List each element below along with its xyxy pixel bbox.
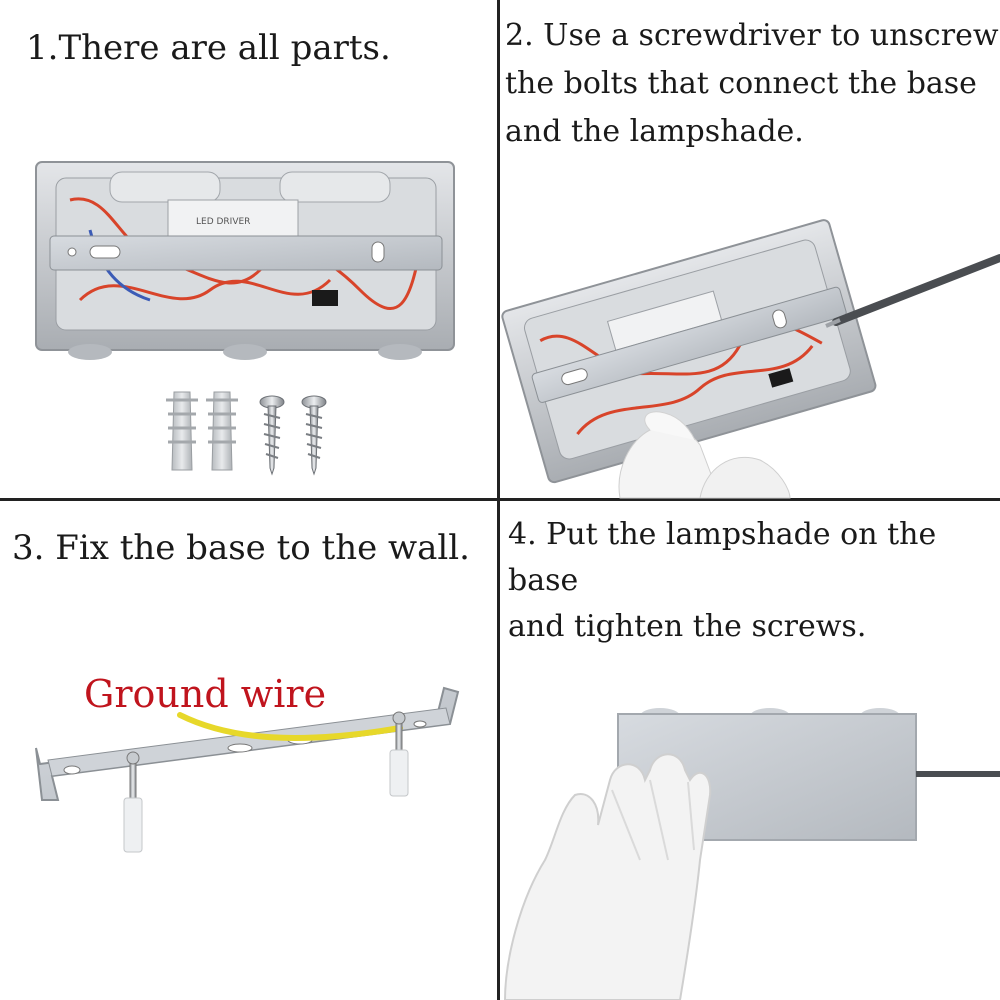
step-1-caption: 1.There are all parts. — [26, 28, 391, 68]
horizontal-divider — [0, 498, 1000, 501]
step-4-caption-line-2: and tighten the screws. — [508, 609, 867, 644]
step-2-caption-line-1: 2. Use a screwdriver to unscrew — [505, 18, 999, 53]
step-2-caption-line-3: and the lampshade. — [505, 114, 804, 149]
wall-anchor-icon-2 — [206, 391, 238, 471]
screw-icon — [259, 395, 285, 476]
glove-hand-illustration — [618, 411, 791, 499]
wall-anchor-icon — [166, 391, 198, 471]
lamp-base-rotated-illustration — [501, 219, 877, 484]
svg-text:LED DRIVER: LED DRIVER — [196, 217, 250, 227]
glove-hand-illustration-2 — [503, 753, 712, 1000]
step-2-caption-line-2: the bolts that connect the base — [505, 66, 977, 101]
step-4-caption-line-1: 4. Put the lampshade on the base — [508, 517, 937, 598]
step-2-caption: 2. Use a screwdriver to unscrew the bolt… — [505, 12, 1000, 156]
screw-icon-2 — [301, 395, 327, 476]
mounting-bracket-illustration — [35, 686, 460, 853]
step-4-caption: 4. Put the lampshade on the base and tig… — [508, 512, 1000, 650]
step-3-caption: 3. Fix the base to the wall. — [12, 528, 470, 568]
lamp-base-illustration: LED DRIVER — [35, 161, 455, 360]
screwdriver-illustration — [825, 254, 1000, 328]
ground-wire-label: Ground wire — [84, 672, 327, 716]
